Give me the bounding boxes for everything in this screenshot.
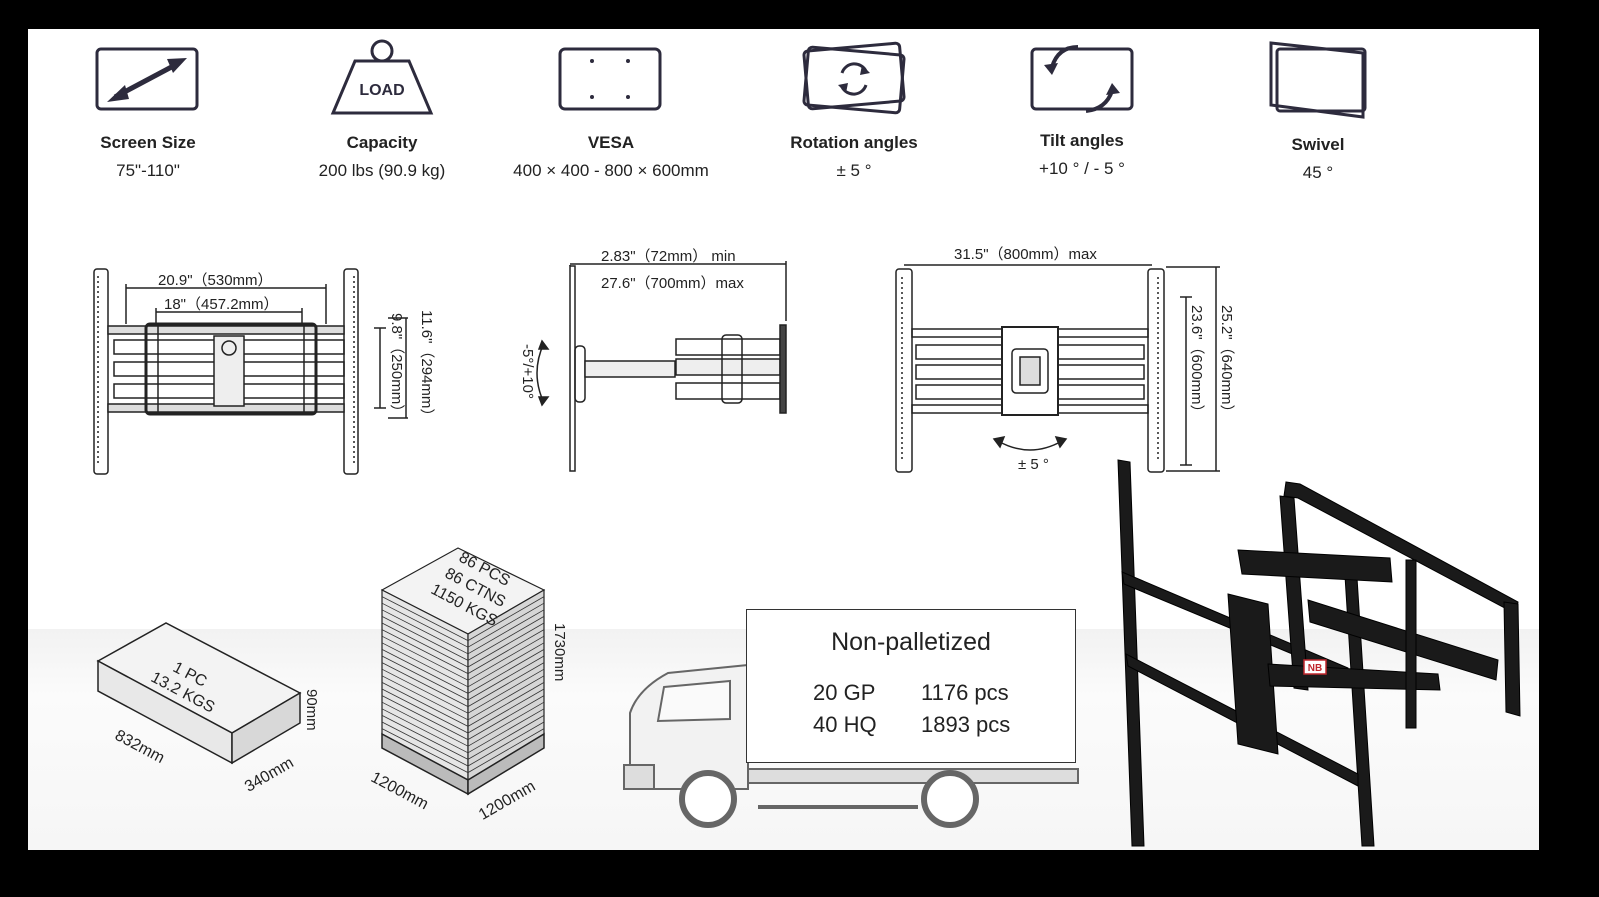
extended-view-diagram	[895, 264, 1220, 473]
side-tilt-label: -5°/+10°	[519, 344, 536, 399]
spec-value: 400 × 400 - 800 × 600mm	[513, 161, 709, 180]
front-height-inner-label: 9.8"（250mm）	[388, 313, 405, 420]
pallet-layer-line	[381, 635, 469, 681]
weight-label: LOAD	[359, 82, 404, 99]
pallet-layer-line	[467, 602, 545, 648]
pallet-layer-line	[467, 596, 545, 641]
spec-title: Capacity	[346, 133, 418, 152]
pallet-layer-line	[467, 629, 545, 674]
swivel-icon	[1208, 39, 1428, 123]
spec-title: Tilt angles	[1040, 131, 1124, 150]
spec-screen-size: Screen Size 75"-110"	[38, 47, 258, 181]
spec-vesa: VESA 400 × 400 - 800 × 600mm	[501, 47, 721, 181]
extended-rotation-label: ± 5 °	[1018, 456, 1049, 473]
pallet-layer-line	[467, 682, 545, 727]
shipping-container-40hq: 40 HQ	[813, 712, 877, 737]
front-height-outer-label: 11.6"（294mm）	[418, 310, 435, 424]
side-depth-min-label: 2.83"（72mm） min	[601, 248, 736, 265]
tv-mount-product-image: NB	[1117, 459, 1521, 847]
truck-illustration	[623, 663, 1079, 828]
shipping-container-20gp: 20 GP	[813, 680, 876, 705]
pallet-layer-line	[467, 715, 545, 760]
pallet-layer-line	[381, 642, 469, 688]
pallet-layer-line	[467, 728, 545, 773]
spec-value: 200 lbs (90.9 kg)	[318, 161, 446, 180]
front-width-outer-label: 20.9"（530mm）	[158, 272, 273, 289]
pallet-layer-line	[381, 662, 469, 707]
pallet-layer-line	[467, 668, 545, 714]
pallet-layer-line	[467, 708, 545, 754]
pallet-layer-line	[381, 629, 469, 674]
pallet-layer-line	[381, 655, 469, 701]
pallet-layer-line	[467, 642, 545, 688]
pallet-layer-line	[467, 635, 545, 681]
pallet-layer-line	[467, 609, 545, 655]
pallet-layer-line	[381, 708, 469, 754]
spec-title: VESA	[587, 133, 635, 152]
carton-box-illustration	[96, 622, 302, 765]
front-view-diagram	[93, 268, 408, 475]
pallet-layer-line	[467, 649, 545, 694]
pallet-height-label: 1730mm	[551, 623, 568, 682]
pallet-layer-line	[381, 596, 469, 641]
pallet-layer-line	[381, 616, 469, 661]
rotation-icon	[744, 41, 964, 115]
pallet-layer-line	[467, 701, 545, 747]
shipping-qty-40hq: 1893 pcs	[921, 712, 1011, 737]
pallet-layer-line	[381, 668, 469, 714]
carton-height-label: 90mm	[303, 689, 320, 731]
pallet-layer-line	[467, 616, 545, 661]
pallet-layer-line	[381, 721, 469, 767]
pallet-layer-line	[467, 655, 545, 701]
pallet-illustration	[380, 547, 546, 796]
side-depth-max-label: 27.6"（700mm）max	[601, 275, 744, 292]
pallet-layer-line	[381, 695, 469, 740]
pallet-layer-line	[467, 695, 545, 740]
pallet-layer-line	[381, 682, 469, 727]
pallet-layer-line	[381, 688, 469, 734]
spec-tilt: Tilt angles +10 ° / - 5 °	[972, 41, 1192, 179]
spec-rotation: Rotation angles ± 5 °	[744, 41, 964, 181]
product-logo: NB	[1308, 663, 1322, 674]
pallet-layer-line	[467, 662, 545, 707]
pallet-layer-line	[381, 622, 469, 668]
side-view-diagram	[536, 261, 787, 472]
pallet-layer-line	[467, 675, 545, 721]
diagonal-arrow-icon	[38, 47, 258, 113]
pallet-layer-line	[467, 688, 545, 734]
spec-swivel: Swivel 45 °	[1208, 39, 1428, 183]
spec-capacity: LOAD Capacity 200 lbs (90.9 kg)	[272, 39, 492, 181]
shipping-title: Non-palletized	[831, 628, 991, 656]
spec-value: 75"-110"	[116, 161, 180, 180]
spec-title: Screen Size	[100, 133, 196, 152]
spec-value: 45 °	[1302, 163, 1334, 182]
spec-title: Rotation angles	[790, 133, 918, 152]
vesa-pattern-icon	[501, 47, 721, 113]
extended-height-inner-label: 23.6"（600mm）	[1188, 305, 1205, 420]
pallet-layer-line	[381, 609, 469, 655]
pallet-layer-line	[381, 649, 469, 694]
extended-width-label: 31.5"（800mm）max	[954, 246, 1097, 263]
pallet-layer-line	[381, 715, 469, 760]
pallet-layer-line	[381, 728, 469, 773]
shipping-qty-20gp: 1176 pcs	[921, 680, 1009, 705]
tilt-icon	[972, 41, 1192, 115]
pallet-layer-line	[467, 721, 545, 767]
spec-title: Swivel	[1291, 135, 1345, 154]
shipping-info-box: Non-palletized 20 GP 1176 pcs 40 HQ 1893…	[746, 609, 1076, 763]
spec-sheet-panel: Screen Size 75"-110" LOAD Capacity 200 l…	[28, 29, 1539, 850]
spec-value: ± 5 °	[836, 161, 872, 180]
extended-height-outer-label: 25.2"（640mm）	[1218, 305, 1235, 420]
pallet-layer-line	[381, 675, 469, 721]
pallet-layer-line	[381, 602, 469, 648]
weight-icon: LOAD	[272, 39, 492, 115]
pallet-layer-line	[467, 622, 545, 668]
pallet-layer-line	[381, 701, 469, 747]
front-width-inner-label: 18"（457.2mm）	[164, 296, 279, 313]
pallet-layer-lines	[381, 596, 545, 773]
spec-value: +10 ° / - 5 °	[1039, 159, 1125, 178]
